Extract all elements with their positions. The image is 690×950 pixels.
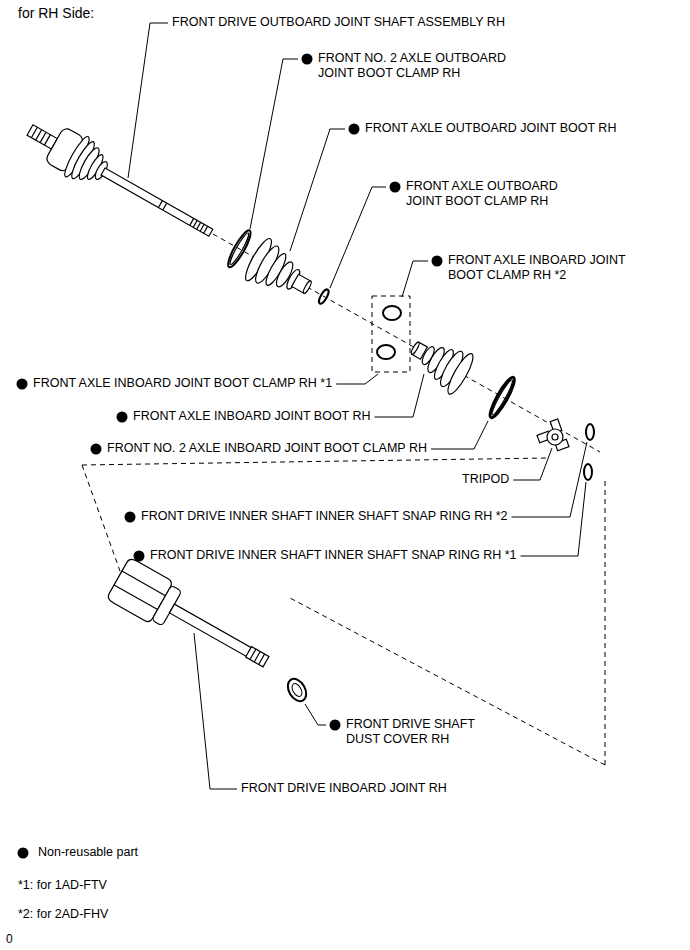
leader-line [250,59,298,229]
part-label: TRIPOD [462,472,509,487]
non-reusable-mark [125,512,136,523]
tripod-symbol [537,419,569,451]
leader-line [330,187,386,288]
non-reusable-mark [349,124,360,135]
part-label: FRONT AXLE INBOARD JOINT BOOT CLAMP RH *… [33,376,332,391]
leader-line [375,374,424,417]
note-text: 0 [6,932,13,947]
non-reusable-mark [390,182,401,193]
diagram-title: for RH Side: [18,6,94,21]
snap-rings [584,424,594,480]
part-label: FRONT DRIVE INNER SHAFT INNER SHAFT SNAP… [141,509,508,524]
leader-line [128,23,168,178]
inboard-clamps [377,306,401,359]
part-label: FRONT DRIVE INBOARD JOINT RH [241,781,447,796]
leader-line [194,633,237,789]
leader-line [431,421,488,449]
leader-line [513,448,552,480]
leader-line [512,442,588,517]
part-label: FRONT AXLE OUTBOARD JOINT BOOT CLAMP RH [406,179,581,209]
outboard-shaft-assembly [19,110,223,253]
leader-line [336,374,378,384]
inboard-joint [106,557,278,682]
part-label: FRONT AXLE INBOARD JOINT BOOT CLAMP RH *… [448,253,628,283]
part-label: FRONT DRIVE OUTBOARD JOINT SHAFT ASSEMBL… [172,15,505,30]
legend-mark [18,848,29,859]
part-label: FRONT AXLE INBOARD JOINT BOOT RH [133,409,371,424]
alignment-lines [82,234,605,765]
leader-line [402,261,428,297]
non-reusable-mark [330,720,341,731]
legend-text: Non-reusable part [38,845,138,860]
part-label: FRONT DRIVE INNER SHAFT INNER SHAFT SNAP… [150,548,517,563]
leader-line [305,704,326,725]
non-reusable-mark [134,551,145,562]
non-reusable-mark [17,379,28,390]
leader-line [290,129,345,251]
note-text: *2: for 2AD-FHV [18,907,108,922]
non-reusable-mark [117,412,128,423]
leader-line [521,482,587,556]
part-label: FRONT NO. 2 AXLE INBOARD JOINT BOOT CLAM… [107,441,427,456]
part-label: FRONT NO. 2 AXLE OUTBOARD JOINT BOOT CLA… [318,51,523,81]
non-reusable-mark [432,256,443,267]
non-reusable-mark [91,444,102,455]
non-reusable-mark [302,54,313,65]
part-label: FRONT AXLE OUTBOARD JOINT BOOT RH [365,121,616,136]
part-label: FRONT DRIVE SHAFT DUST COVER RH [346,717,496,747]
dust-cover [284,676,310,705]
note-text: *1: for 1AD-FTV [18,878,107,893]
